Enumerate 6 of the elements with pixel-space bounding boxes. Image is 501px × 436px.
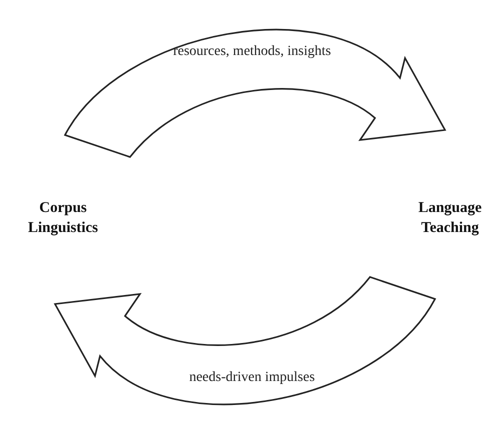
edge-label: resources, methods, insights <box>172 44 332 60</box>
concept-label: Corpus Linguistics <box>18 198 108 238</box>
edge-label: needs-driven impulses <box>188 370 316 386</box>
curved-block-arrow <box>54 276 436 405</box>
curved-block-arrow <box>64 29 446 158</box>
concept-label: Language Teaching <box>402 198 498 238</box>
